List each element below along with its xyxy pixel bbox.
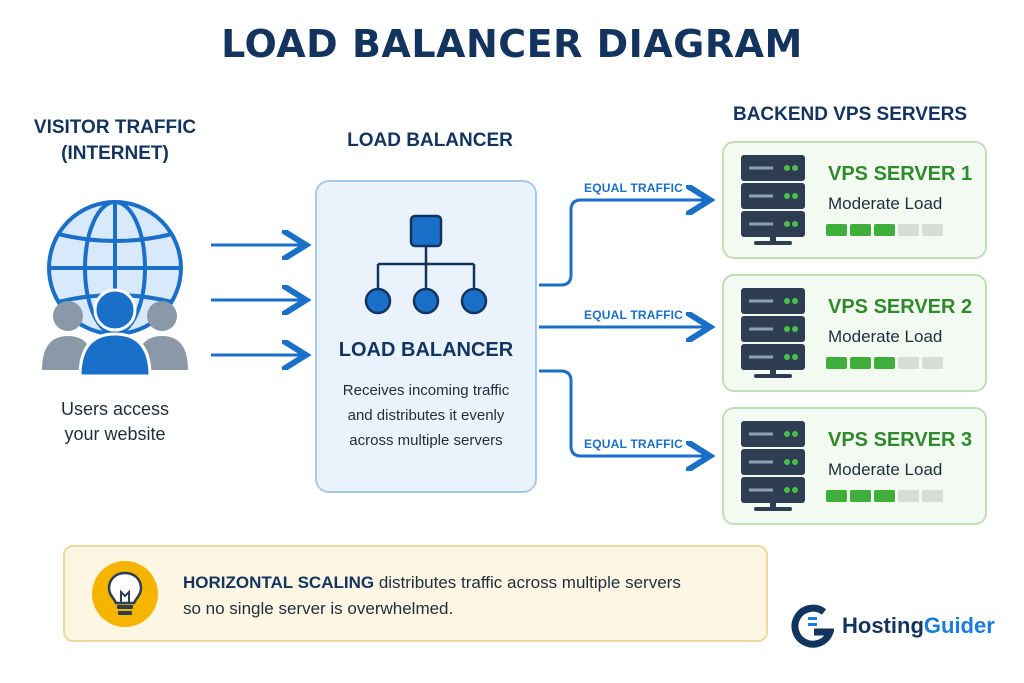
load-balancer-description: Receives incoming traffic and distribute…	[325, 378, 527, 453]
server-rack-icon	[741, 421, 805, 511]
visitor-heading-line1: VISITOR TRAFFIC	[33, 117, 197, 138]
brand-logo: HostingGuider	[790, 604, 995, 648]
load-segment-empty	[898, 357, 919, 369]
load-meter	[826, 490, 943, 502]
server-card-1: VPS SERVER 1 Moderate Load	[722, 141, 987, 259]
incoming-arrows	[211, 230, 315, 370]
server-card-3: VPS SERVER 3 Moderate Load	[722, 407, 987, 525]
server-name: VPS SERVER 1	[828, 163, 973, 185]
traffic-label-1: EQUAL TRAFFIC	[584, 181, 684, 195]
tip-line2: so no single server is overwhelmed.	[183, 599, 454, 618]
tip-strong: HORIZONTAL SCALING	[183, 573, 375, 592]
load-segment-filled	[850, 357, 871, 369]
globe-users-icon	[42, 200, 188, 378]
lb-desc-line2: and distributes it evenly	[347, 407, 505, 424]
server-name: VPS SERVER 2	[828, 296, 973, 318]
network-hierarchy-icon	[364, 214, 488, 315]
users-caption: Users access your website	[30, 397, 200, 447]
load-segment-empty	[922, 357, 943, 369]
tip-text: HORIZONTAL SCALING distributes traffic a…	[183, 570, 753, 622]
server-load-status: Moderate Load	[828, 460, 943, 479]
hostingguider-logo-icon	[791, 604, 834, 648]
connector-server-1	[539, 200, 707, 287]
tip-box: HORIZONTAL SCALING distributes traffic a…	[63, 545, 768, 642]
brand-part2: Guider	[923, 613, 995, 638]
outgoing-connectors	[539, 180, 722, 480]
load-segment-filled	[826, 357, 847, 369]
server-rack-icon	[741, 155, 805, 245]
page-title: LOAD BALANCER DIAGRAM	[221, 22, 803, 66]
server-load-status: Moderate Load	[828, 194, 943, 213]
load-meter	[826, 357, 943, 369]
load-segment-filled	[874, 490, 895, 502]
load-segment-filled	[874, 224, 895, 236]
load-segment-empty	[898, 490, 919, 502]
server-rack-icon	[741, 288, 805, 378]
brand-part1: Hosting	[842, 613, 924, 638]
load-balancer-heading: LOAD BALANCER	[347, 130, 513, 151]
server-card-2: VPS SERVER 2 Moderate Load	[722, 274, 987, 392]
load-segment-empty	[922, 490, 943, 502]
load-balancer-box	[315, 180, 537, 493]
load-segment-filled	[826, 224, 847, 236]
load-segment-filled	[850, 490, 871, 502]
visitor-heading-line2: (INTERNET)	[61, 143, 169, 164]
load-segment-empty	[898, 224, 919, 236]
server-name: VPS SERVER 3	[828, 429, 973, 451]
traffic-label-3: EQUAL TRAFFIC	[584, 437, 684, 451]
load-segment-filled	[850, 224, 871, 236]
visitor-heading: VISITOR TRAFFIC (INTERNET)	[20, 115, 210, 167]
load-segment-filled	[826, 490, 847, 502]
traffic-label-2: EQUAL TRAFFIC	[584, 308, 684, 322]
connector-server-3	[539, 369, 707, 456]
lightbulb-icon	[92, 561, 158, 627]
brand-name: HostingGuider	[842, 613, 995, 639]
backend-heading: BACKEND VPS SERVERS	[732, 104, 968, 125]
tip-rest-line1: distributes traffic across multiple serv…	[374, 573, 681, 592]
server-load-status: Moderate Load	[828, 327, 943, 346]
load-segment-filled	[874, 357, 895, 369]
users-caption-line1: Users access	[60, 399, 170, 419]
load-balancer-box-title: LOAD BALANCER	[338, 339, 514, 361]
users-caption-line2: your website	[64, 424, 166, 444]
lb-desc-line1: Receives incoming traffic	[342, 382, 510, 399]
load-segment-empty	[922, 224, 943, 236]
load-meter	[826, 224, 943, 236]
lb-desc-line3: across multiple servers	[349, 432, 503, 449]
